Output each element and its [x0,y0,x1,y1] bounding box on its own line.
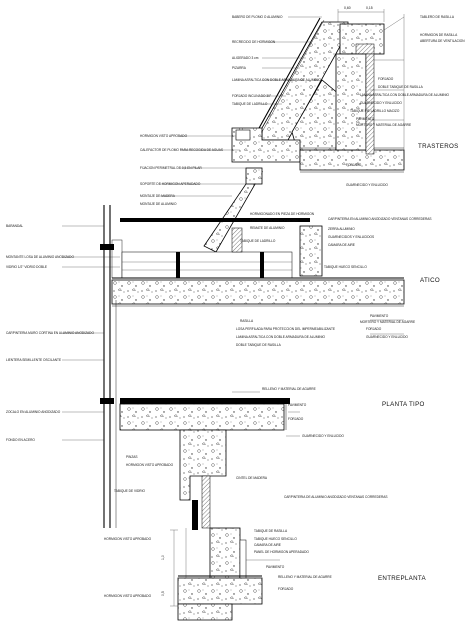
atico-window-assembly [111,218,323,279]
label-vidrio: VIDRIO 1/2" VIDRIO DOBLE [6,265,47,269]
sloped-roof [257,17,385,161]
label-pavimento4: PAVIMENTO [266,565,285,569]
label-montaje-alu: MONTAJE DE ALUMINIO [140,202,177,206]
label-pinzas: PINZAS [126,455,138,459]
label-lamina: LAMINA ASFALTICA CON DOBLE ARMADURA DE A… [232,78,322,82]
label-lamina3: LAMINA ASFALTICA CON DOBLE ARMADURA DE A… [236,335,326,339]
label-doble: DOBLE TABIQUE DE RASILLA [378,85,424,89]
label-tabique-hueco: TABIQUE HUECO SENCILLO [324,265,367,269]
dim-top-b: 0,15 [366,6,373,10]
label-babero: BABERO DE PLOMO O ALUMINIO [232,15,283,19]
label-hormigon-visto3: HORMIGON VISTO APROBADO [104,594,152,598]
label-tabique-pl: TABIQUE DE RASILLA [254,529,288,533]
label-forjado3: FORJADO [366,327,382,331]
label-guarnecidos3: GUARNECIDOS Y ENLUCIDOS [328,235,374,239]
dim-top-a: 0,60 [344,6,351,10]
label-hormigon-visto2: HORMIGON VISTO APROBADO [104,537,152,541]
label-hormigon-rasilla: HORMIGON DE RASILLA [420,33,458,37]
planta-tipo-slab [119,398,290,501]
label-tablero: TABLERO DE RASILLA [420,15,455,19]
label-calefactor: CALEFACTOR DE PLOMO PARA RECOGIDA DE AGU… [140,148,223,152]
label-remate: REMATE DE ALUMINIO [250,226,285,230]
label-carpinteria-l: CARPINTERIA DE ALUMINIO ANODIZADO VENTAN… [284,495,388,499]
label-losa: LOSA PERFILADA PARA PROTECCION DEL IMPER… [236,327,335,331]
level-trasteros: TRASTEROS [418,143,459,150]
curtain-wall-mullions [100,205,117,528]
label-aligerado: ALIGERADO 3 cm [232,56,259,60]
label-relleno2: RELLENO Y MATERIAL DE AGARRE [278,575,332,579]
dim-side-b: 0,5 [161,591,165,596]
label-tabique: TABIQUE DE LADRILLO [232,102,268,106]
label-pizarra: PIZARRA [232,66,247,70]
label-tabique-sen: TABIQUE HUECO SENCILLO [254,537,297,541]
label-zerra: ZERRA ALUMINIO [328,227,355,231]
dim-side-a: 1,0 [161,555,165,560]
leader-lines [62,16,405,561]
label-camara: CAMARA DE AIRE [328,243,355,247]
label-relleno: RELLENO Y MATERIAL DE AGARRE [262,387,316,391]
trasteros-slab [231,127,405,173]
label-cintel: CINTEL DE MADERA [236,476,268,480]
label-soporte: SOPORTE DE HORMIGON APERADADO [140,182,201,186]
label-hormigon-aprob: HORMIGON VISTO APROBADO [140,134,188,138]
label-carpinteria: CARPINTERIA MURO CORTINA EN ALUMINIO ANO… [6,331,94,335]
label-montaje: MONTAJE DE MADERA [140,194,176,198]
label-doble-tab: DOBLE TABIQUE DE RASILLA [236,343,282,347]
level-atico: ATICO [420,277,440,284]
label-forjado: FORJADO [378,77,394,81]
label-tabique2: TABIQUE DE LADRILLO [240,239,276,243]
label-pavimento: PAVIMENTO [356,117,375,121]
label-rasilla: RASILLA [240,319,254,323]
level-entreplanta: ENTREPLANTA [378,575,426,582]
label-forjado2: FORJADO [346,163,362,167]
label-hormigon-visto: HORMIGON VISTO APROBADO [126,463,174,467]
label-carpinteria-r: CARPINTERIA EN ALUMINIO ANODIZADO VENTAN… [328,217,432,221]
label-zocalo: ZOCALO EN ALUMINIO ANODIZADO [6,410,61,414]
label-montante: MONTANTE LOSA DE ALUMINIO ANODIZADO [6,255,74,259]
label-cerramiento: CERRAMIENTO EN HORMIGON [250,219,298,223]
label-forjado-inclinado: FORJADO INCLINADO 30° [232,94,272,98]
level-planta-tipo: PLANTA TIPO [382,401,425,408]
label-camara-aire: CAMARA DE AIRE [254,543,281,547]
label-guarnecido2: GUARNECIDO Y ENLUCIDO [346,183,388,187]
label-fijacion: FIJACION PERIMETRAL DE 0,5 EN PILAR [140,166,202,170]
label-forjado4: FORJADO [288,417,304,421]
label-recrecido: RECRECIDO DE HORMIGON [232,40,276,44]
label-pavimento3: PAVIMENTO [288,403,307,407]
entreplanta-slab [177,575,263,621]
upper-right-wall [335,53,375,155]
label-hormigon-pieza: HORMIGONADO EN PIEZA DE HORMIGON [250,212,315,216]
label-fondo: FONDO EN ACERO [6,438,35,442]
label-guarnecido5: GUARNECIDO Y ENLUCIDO [302,434,344,438]
label-mortero2: MORTERO Y MATERIAL DE AGARRE [360,320,415,324]
label-barandal: BARANDAL [6,224,23,228]
label-lamina-r: LAMINA ASFALTICA CON DOBLE ARMADURA DE A… [360,93,450,97]
label-guarnecido4: GUARNECIDO Y ENLUCIDO [366,335,408,339]
label-lientera: LIENTERA SEMILLENTE OSCILANTE [6,358,61,362]
label-tabique-macizo: TABIQUE PIE LADRILLO MACIZO [350,109,400,113]
label-mortero: MORTERO Y MATERIAL DE AGARRE [356,123,411,127]
label-tabique-vidrio: TABIQUE DE VIDRIO [114,489,145,493]
label-panel: PANEL DE HORMIGON APERADADO [254,550,309,554]
label-abertura: ABERTURA DE VENTILACION [420,39,465,43]
label-forjado5: FORJADO [278,587,294,591]
atico-slab [111,277,405,307]
dimension-lines [170,9,405,607]
label-pavimento2: PAVIMENTO [370,314,389,318]
label-guarnecido: GUARNECIDO Y ENLUCIDO [360,101,402,105]
lower-window-assembly [185,475,247,600]
